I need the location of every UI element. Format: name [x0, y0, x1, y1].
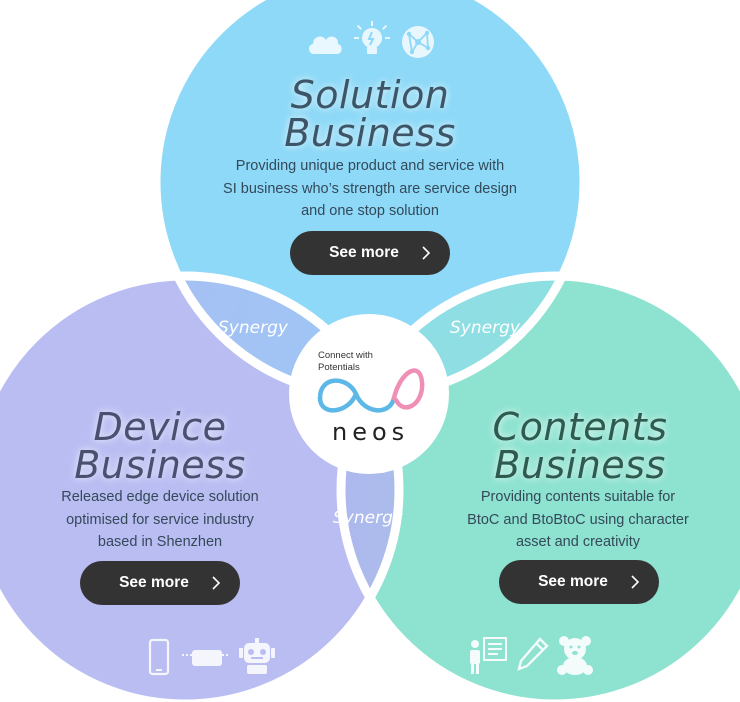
solution-title-line2: Business [284, 111, 456, 155]
logo-wordmark: neos [332, 418, 410, 446]
contents-outline [336, 271, 740, 702]
pencil-icon [517, 637, 549, 671]
logo-tagline-line1: Connect with [318, 350, 373, 361]
contents-description: Providing contents suitable for BtoC and… [428, 486, 728, 554]
logo-circle [289, 314, 449, 474]
solution-desc-line1: Providing unique product and service wit… [235, 158, 505, 174]
chevron-right-icon [631, 575, 640, 589]
logo-tagline: Connect with Potentials [318, 350, 373, 374]
solution-see-more-button[interactable]: See more [290, 231, 450, 275]
device-outline [0, 271, 404, 702]
logo-tagline-line2: Potentials [318, 362, 360, 373]
device-desc-line3: based in Shenzhen [97, 534, 223, 550]
robot-icon [239, 638, 275, 674]
contents-desc-line1: Providing contents suitable for [480, 489, 676, 505]
solution-desc-line3: and one stop solution [301, 203, 439, 219]
vr-glasses-icon [182, 650, 230, 666]
neos-logo-mark [317, 368, 425, 413]
teddy-bear-icon [557, 636, 593, 675]
contents-button-label: See more [538, 573, 608, 590]
synergy-label-right: Synergy [450, 318, 520, 338]
presenter-icon [470, 637, 507, 674]
device-see-more-button[interactable]: See more [80, 561, 240, 605]
device-desc-line2: optimised for service industry [66, 511, 254, 528]
solution-title-line1: Solution [290, 73, 450, 117]
synergy-label-left: Synergy [218, 318, 288, 338]
contents-desc-line2: BtoC and BtoBtoC using character [467, 511, 689, 528]
solution-text-block: Solution Business [220, 76, 520, 152]
smartphone-icon [148, 638, 170, 676]
contents-title-line2: Business [494, 443, 666, 487]
cloud-icon [308, 36, 342, 54]
device-button-label: See more [119, 574, 189, 591]
device-title-line1: Device [93, 405, 227, 449]
solution-desc-line2: SI business who’s strength are service d… [223, 180, 517, 197]
solution-description: Providing unique product and service wit… [170, 155, 570, 223]
solution-button-label: See more [329, 244, 399, 261]
contents-see-more-button[interactable]: See more [499, 560, 659, 604]
network-icon [402, 26, 434, 58]
synergy-label-bottom: Synergy [333, 508, 403, 528]
device-text-block: Device Business [40, 408, 280, 484]
device-description: Released edge device solution optimised … [10, 486, 310, 554]
contents-title-line1: Contents [492, 405, 668, 449]
chevron-right-icon [422, 246, 431, 260]
device-title-line2: Business [74, 443, 246, 487]
chevron-right-icon [212, 576, 221, 590]
device-desc-line1: Released edge device solution [61, 489, 259, 505]
contents-desc-line3: asset and creativity [515, 534, 641, 550]
lightbulb-icon [354, 21, 390, 54]
contents-text-block: Contents Business [460, 408, 700, 484]
